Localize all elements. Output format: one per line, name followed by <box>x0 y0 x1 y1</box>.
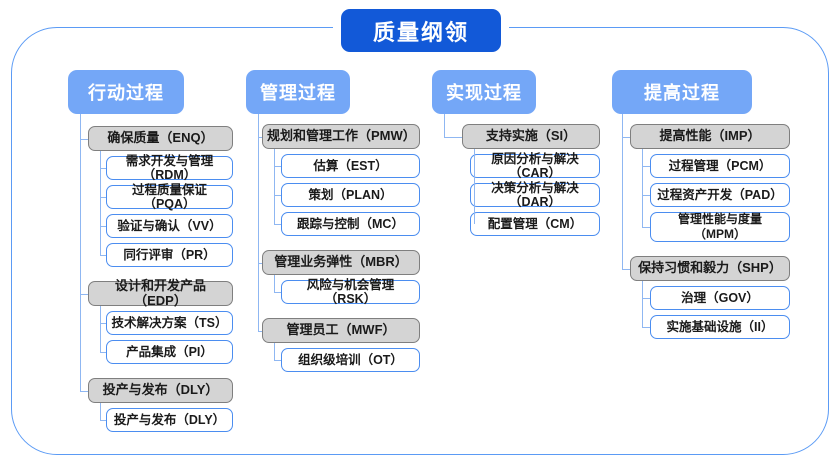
connector-branch <box>642 195 650 197</box>
connector-branch <box>80 293 88 295</box>
column-header-implementation-process[interactable]: 实现过程 <box>432 70 536 114</box>
connector-subtrunk <box>100 403 102 420</box>
leaf-node[interactable]: 决策分析与解决（DAR） <box>470 181 600 209</box>
leaf-node[interactable]: 跟踪与控制（MC） <box>281 212 420 236</box>
connector-branch <box>622 136 630 138</box>
connector-branch <box>100 168 106 170</box>
leaf-node[interactable]: 治理（GOV） <box>650 286 790 310</box>
leaf-node-line: （MPM） <box>694 227 746 241</box>
connector-trunk-management-process <box>258 114 260 331</box>
group-node[interactable]: 保持习惯和毅力（SHP） <box>630 256 790 281</box>
connector-trunk-action-process <box>80 114 82 391</box>
connector-branch <box>274 292 281 294</box>
connector-branch <box>258 262 262 264</box>
connector-branch <box>274 195 281 197</box>
connector-branch <box>444 136 462 138</box>
leaf-node[interactable]: 同行评审（PR） <box>106 243 233 267</box>
leaf-node[interactable]: 技术解决方案（TS） <box>106 311 233 335</box>
column-header-improvement-process[interactable]: 提高过程 <box>612 70 752 114</box>
connector-branch <box>274 166 281 168</box>
connector-branch <box>622 268 630 270</box>
group-node[interactable]: 设计和开发产品（EDP） <box>88 278 233 307</box>
connector-branch <box>274 224 281 226</box>
leaf-node[interactable]: 估算（EST） <box>281 154 420 178</box>
connector-branch <box>100 323 106 325</box>
connector-subtrunk <box>274 149 276 224</box>
connector-subtrunk <box>274 275 276 292</box>
group-node[interactable]: 确保质量（ENQ） <box>88 126 233 151</box>
group-node[interactable]: 规划和管理工作（PMW） <box>262 124 420 149</box>
connector-branch <box>642 227 650 229</box>
connector-branch <box>100 197 106 199</box>
group-node[interactable]: 投产与发布（DLY） <box>88 378 233 403</box>
connector-branch <box>100 420 106 422</box>
connector-branch <box>642 327 650 329</box>
leaf-node[interactable]: 管理性能与度量（MPM） <box>650 212 790 242</box>
diagram-title: 质量纲领 <box>341 9 501 52</box>
connector-branch <box>100 226 106 228</box>
leaf-node[interactable]: 过程资产开发（PAD） <box>650 183 790 207</box>
connector-branch <box>80 138 88 140</box>
leaf-node[interactable]: 风险与机会管理（RSK） <box>281 278 420 306</box>
connector-trunk-implementation-process <box>444 114 446 137</box>
leaf-node[interactable]: 策划（PLAN） <box>281 183 420 207</box>
connector-trunk-improvement-process <box>622 114 624 269</box>
group-node[interactable]: 管理业务弹性（MBR） <box>262 250 420 275</box>
connector-branch <box>642 166 650 168</box>
leaf-node[interactable]: 产品集成（PI） <box>106 340 233 364</box>
group-node[interactable]: 管理员工（MWF） <box>262 318 420 343</box>
connector-branch <box>100 255 106 257</box>
group-node[interactable]: 提高性能（IMP） <box>630 124 790 149</box>
column-header-management-process[interactable]: 管理过程 <box>246 70 350 114</box>
connector-subtrunk <box>474 149 476 224</box>
connector-branch <box>80 390 88 392</box>
connector-branch <box>642 298 650 300</box>
column-header-action-process[interactable]: 行动过程 <box>68 70 184 114</box>
leaf-node[interactable]: 过程质量保证（PQA） <box>106 183 233 211</box>
leaf-node[interactable]: 组织级培训（OT） <box>281 348 420 372</box>
connector-subtrunk <box>100 151 102 255</box>
group-node[interactable]: 支持实施（SI） <box>462 124 600 149</box>
connector-subtrunk <box>100 306 102 352</box>
leaf-node[interactable]: 配置管理（CM） <box>470 212 600 236</box>
leaf-node-line: 管理性能与度量 <box>677 212 762 226</box>
leaf-node[interactable]: 实施基础设施（II） <box>650 315 790 339</box>
connector-subtrunk <box>642 281 644 327</box>
leaf-node[interactable]: 投产与发布（DLY） <box>106 408 233 432</box>
leaf-node[interactable]: 需求开发与管理（RDM） <box>106 154 233 182</box>
connector-branch <box>100 352 106 354</box>
leaf-node[interactable]: 验证与确认（VV） <box>106 214 233 238</box>
connector-branch <box>258 136 262 138</box>
connector-subtrunk <box>642 149 644 227</box>
leaf-node[interactable]: 原因分析与解决（CAR） <box>470 152 600 180</box>
connector-subtrunk <box>274 343 276 360</box>
connector-branch <box>274 360 281 362</box>
leaf-node[interactable]: 过程管理（PCM） <box>650 154 790 178</box>
connector-branch <box>258 330 262 332</box>
